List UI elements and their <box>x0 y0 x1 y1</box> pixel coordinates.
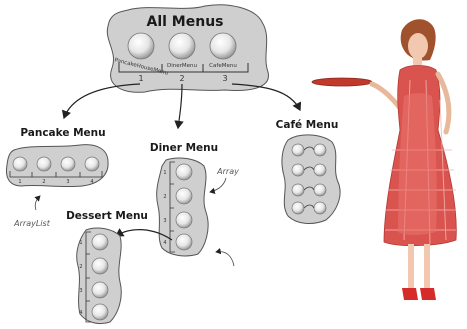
pancake-index: 1 <box>18 179 21 185</box>
plate-icon <box>85 157 99 171</box>
value-plate-icon <box>314 164 326 176</box>
waitress-shoe <box>420 288 436 300</box>
key-plate-icon <box>292 184 304 196</box>
plate-icon <box>210 33 236 59</box>
diner-index: 2 <box>163 194 166 200</box>
plate-icon <box>13 157 27 171</box>
plate-icon <box>37 157 51 171</box>
arraylist-note: ArrayList <box>13 219 51 228</box>
plate-icon <box>176 164 192 180</box>
plate-icon <box>176 188 192 204</box>
pancake-index: 2 <box>42 179 45 185</box>
dessert-index: 3 <box>79 288 82 294</box>
cafe-menu-title: Café Menu <box>276 119 339 131</box>
waitress-apron <box>398 93 437 235</box>
plate-icon <box>176 234 192 250</box>
key-plate-icon <box>292 202 304 214</box>
waitress-face <box>408 33 428 59</box>
dessert-index: 2 <box>79 264 82 270</box>
value-plate-icon <box>314 184 326 196</box>
plate-icon <box>92 234 108 250</box>
all-menus-title: All Menus <box>147 14 224 30</box>
waitress-shoe <box>402 288 418 300</box>
plate-icon <box>92 282 108 298</box>
key-plate-icon <box>292 164 304 176</box>
plate-icon <box>169 33 195 59</box>
cafe-menu-blob <box>282 135 340 224</box>
dessert-menu-title: Dessert Menu <box>66 210 148 222</box>
diner-squiggle-arrow <box>216 252 234 266</box>
diner-index: 4 <box>163 240 166 246</box>
all-menus-index: 3 <box>222 74 227 83</box>
plate-icon <box>176 212 192 228</box>
waitress-leg <box>424 244 430 288</box>
plate-icon <box>128 33 154 59</box>
waitress-leg <box>408 244 414 288</box>
dessert-index: 4 <box>79 310 82 316</box>
diner-menu-label: DinerMenu <box>167 63 197 69</box>
all-menus-index: 1 <box>138 74 143 83</box>
pancake-index: 4 <box>90 179 93 185</box>
diner-menu-title: Diner Menu <box>150 142 218 154</box>
plate-icon <box>61 157 75 171</box>
dessert-menu-group: Dessert Menu 1 2 3 4 <box>66 210 148 324</box>
all-menus-group: All Menus PancakeHouseMenu DinerMenu Caf… <box>107 5 268 92</box>
dessert-index: 1 <box>79 240 82 246</box>
arraylist-pointer-arrow <box>35 196 40 210</box>
diner-menu-group: Diner Menu 1 2 3 4 Array <box>150 142 239 266</box>
array-note: Array <box>216 167 239 176</box>
plate-icon <box>92 258 108 274</box>
value-plate-icon <box>314 202 326 214</box>
array-pointer-arrow <box>210 178 226 192</box>
cafe-menu-group: Café Menu <box>276 119 340 223</box>
diner-index: 3 <box>163 218 166 224</box>
tray-icon <box>312 78 372 86</box>
waitress-arm <box>372 84 400 108</box>
arrow-to-diner-menu <box>178 84 182 128</box>
pancake-menu-title: Pancake Menu <box>20 127 105 139</box>
key-plate-icon <box>292 144 304 156</box>
all-menus-index: 2 <box>179 74 184 83</box>
diner-index: 1 <box>163 170 166 176</box>
pancake-index: 3 <box>66 179 69 185</box>
plate-icon <box>92 304 108 320</box>
cafe-menu-label: CafeMenu <box>209 63 237 69</box>
value-plate-icon <box>314 144 326 156</box>
